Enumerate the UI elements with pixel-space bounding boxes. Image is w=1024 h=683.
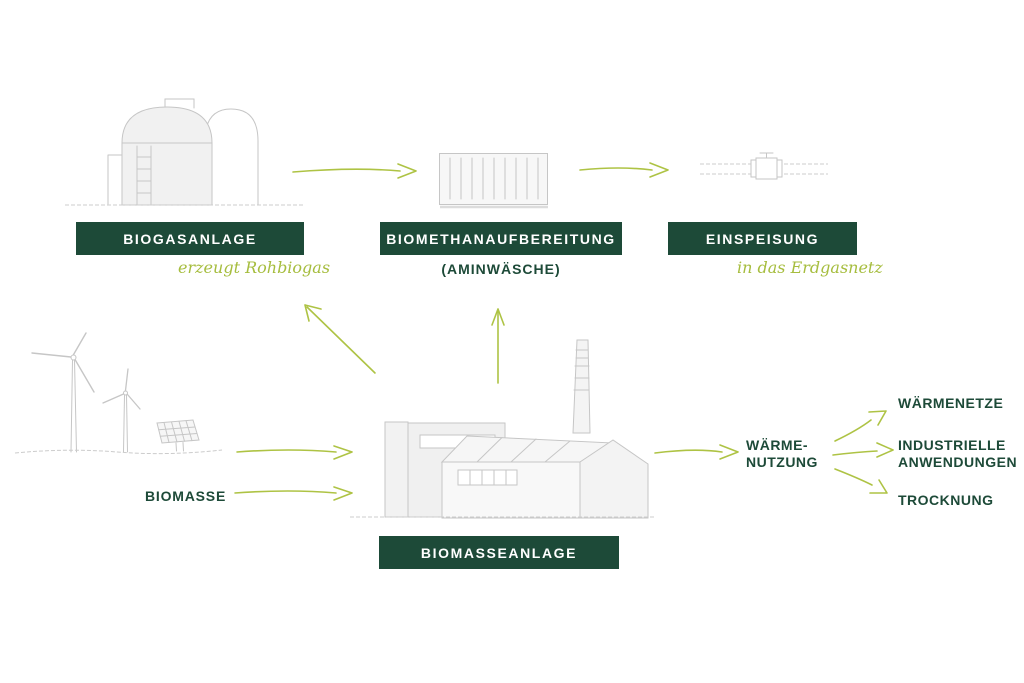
biogas-subtitle: erzeugt Rohbiogas bbox=[178, 258, 331, 277]
upgrading-subtitle: (AMINWÄSCHE) bbox=[441, 261, 561, 277]
arrow-heat-to-industrie bbox=[832, 442, 894, 458]
heat-output-industrielle-anwendungen: INDUSTRIELLE ANWENDUNGEN bbox=[898, 437, 1018, 470]
biogasanlage-label-box: BIOGASANLAGE bbox=[76, 222, 304, 255]
arrow-factory-to-biogas bbox=[304, 304, 376, 374]
biomethanaufbereitung-label-box: BIOMETHANAUFBEREITUNG bbox=[380, 222, 622, 255]
arrow-factory-to-heat bbox=[654, 444, 739, 460]
heat-output-trocknung: TROCKNUNG bbox=[898, 492, 994, 508]
arrow-biogas-to-upgrading bbox=[292, 163, 417, 179]
arrow-upgrading-to-feedin bbox=[579, 162, 669, 178]
arrow-heat-to-trocknung bbox=[834, 468, 888, 494]
arrow-factory-to-upgrading bbox=[491, 308, 505, 384]
feedin-subtitle: in das Erdgasnetz bbox=[737, 258, 883, 277]
heat-output-waermenetze: WÄRMENETZE bbox=[898, 395, 1004, 411]
biogas-plant-illustration bbox=[65, 98, 305, 206]
upgrading-container-illustration bbox=[439, 153, 548, 209]
arrow-biomass-to-factory-top bbox=[236, 445, 353, 460]
arrow-biomass-to-factory-bottom bbox=[234, 486, 353, 501]
wind-turbines-solar-illustration bbox=[14, 332, 223, 455]
waermenutzung-label: WÄRME- NUTZUNG bbox=[746, 437, 818, 470]
arrow-heat-to-waermenetze bbox=[834, 410, 887, 442]
gas-pipeline-illustration bbox=[700, 152, 828, 180]
biomasseanlage-label-box: BIOMASSEANLAGE bbox=[379, 536, 619, 569]
biomasse-label: BIOMASSE bbox=[145, 488, 227, 504]
einspeisung-label-box: EINSPEISUNG bbox=[668, 222, 857, 255]
factory-illustration bbox=[350, 339, 656, 519]
